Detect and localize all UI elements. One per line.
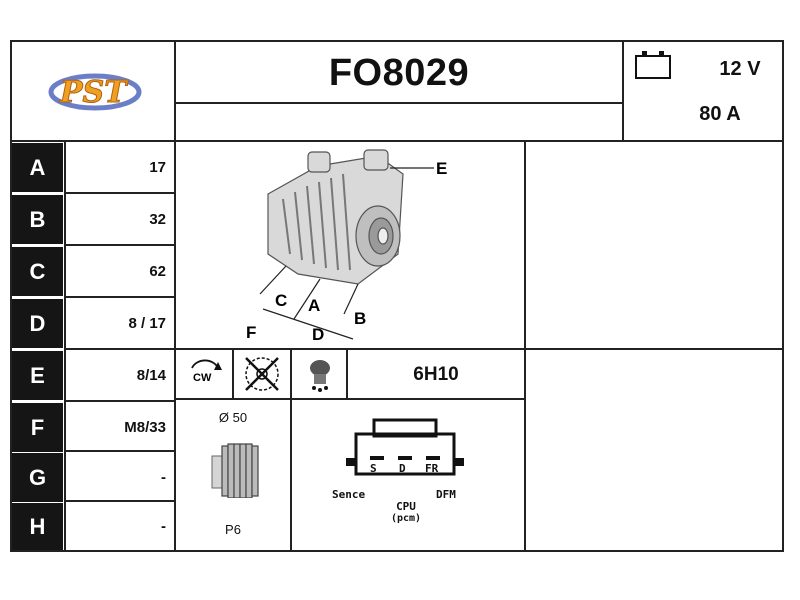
spec-letter-a: A: [12, 143, 63, 192]
border-left: [10, 40, 12, 552]
callout-e: E: [436, 159, 447, 178]
row-divider: [64, 450, 176, 452]
pin-fr: FR: [425, 462, 439, 475]
spec-value-c: 62: [149, 263, 166, 280]
callout-d: D: [312, 325, 324, 344]
callout-c: C: [275, 291, 287, 310]
brand-logo: PST: [40, 60, 150, 120]
spec-letter-e: E: [12, 351, 63, 400]
callout-f: F: [246, 323, 256, 342]
pulley-icon: [204, 438, 264, 499]
spec-letter-d: D: [12, 299, 63, 348]
icons-divider: [176, 398, 526, 400]
callout-b: B: [354, 309, 366, 328]
spec-letter-g: G: [12, 453, 63, 502]
row-divider: [64, 296, 176, 298]
pulley-grooves: P6: [225, 522, 241, 537]
connector-pcm-label: (pcm): [390, 513, 422, 524]
regulator-code: 6H10: [413, 364, 459, 385]
row-divider: [64, 348, 176, 350]
no-fan-icon: [238, 352, 286, 396]
icon-divider-1: [232, 348, 234, 400]
pin-s: S: [370, 462, 377, 475]
voltage-value: 12 V: [719, 58, 761, 80]
border-top: [10, 40, 784, 42]
rotation-label: CW: [193, 372, 212, 384]
row-divider: [64, 400, 176, 402]
spec-letter-c: C: [12, 247, 63, 296]
rotation-icon: CW: [184, 354, 226, 394]
connector-cpu-label: CPU: [396, 500, 416, 513]
alternator-diagram: E C A F D B: [178, 144, 522, 346]
spec-value-b: 32: [149, 211, 166, 228]
mid-divider: [176, 348, 784, 350]
col-divider-3: [524, 140, 526, 552]
border-bottom: [10, 550, 784, 552]
logo-text: PST: [59, 75, 129, 110]
connector-dfm-label: DFM: [436, 488, 456, 501]
callout-a: A: [308, 296, 320, 315]
connector-sence-label: Sence: [332, 488, 366, 501]
spec-letter-f: F: [12, 403, 63, 452]
row-divider: [64, 500, 176, 502]
header-divider: [10, 140, 784, 142]
connector-icon: [340, 412, 470, 484]
col-divider-power: [622, 40, 624, 142]
part-number: FO8029: [328, 52, 470, 94]
pulley-diameter: Ø 50: [218, 410, 248, 425]
border-right: [782, 40, 784, 552]
regulator-icon: [298, 352, 342, 396]
spec-value-a: 17: [149, 159, 166, 176]
spec-letter-b: B: [12, 195, 63, 244]
spec-letter-h: H: [12, 503, 63, 550]
icon-divider-2: [290, 348, 292, 552]
col-divider-letters: [64, 140, 66, 552]
spec-value-g: -: [161, 469, 166, 486]
spec-value-h: -: [161, 518, 166, 535]
icon-divider-3: [346, 348, 348, 400]
row-divider: [64, 192, 176, 194]
amperage-value: 80 A: [699, 103, 741, 125]
title-divider: [176, 102, 624, 104]
row-divider: [64, 244, 176, 246]
battery-icon: [634, 48, 674, 82]
pin-d: D: [399, 462, 406, 475]
spec-value-f: M8/33: [124, 419, 166, 436]
spec-value-d: 8 / 17: [128, 315, 166, 332]
spec-value-e: 8/14: [136, 367, 166, 384]
